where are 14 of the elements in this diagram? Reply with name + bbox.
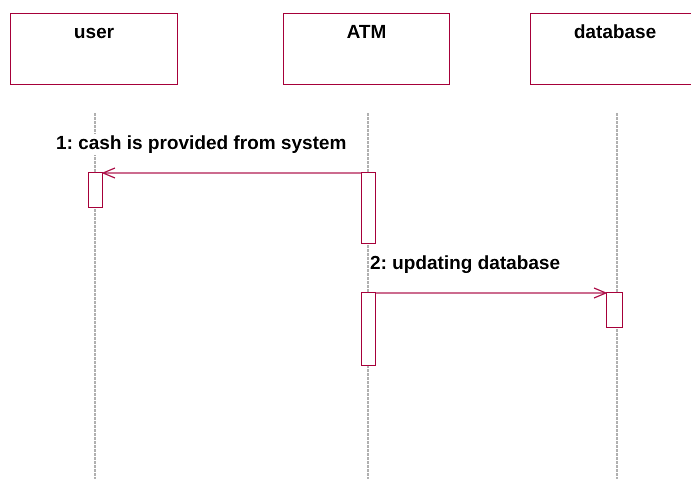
message-arrow xyxy=(102,167,361,179)
lifeline-header xyxy=(10,13,178,85)
lifeline-header xyxy=(530,13,691,85)
message-arrow xyxy=(376,287,607,299)
activation-bar xyxy=(361,292,376,366)
activation-bar xyxy=(361,172,376,244)
activation-bar xyxy=(606,292,623,328)
participant-name: ATM xyxy=(346,22,386,43)
lifeline-header xyxy=(283,13,450,85)
participant-name: user xyxy=(74,22,114,43)
participant-name: database xyxy=(574,22,656,43)
message-label: 1: cash is provided from system xyxy=(56,134,346,155)
activation-bar xyxy=(88,172,103,208)
message-label: 2: updating database xyxy=(370,254,560,275)
